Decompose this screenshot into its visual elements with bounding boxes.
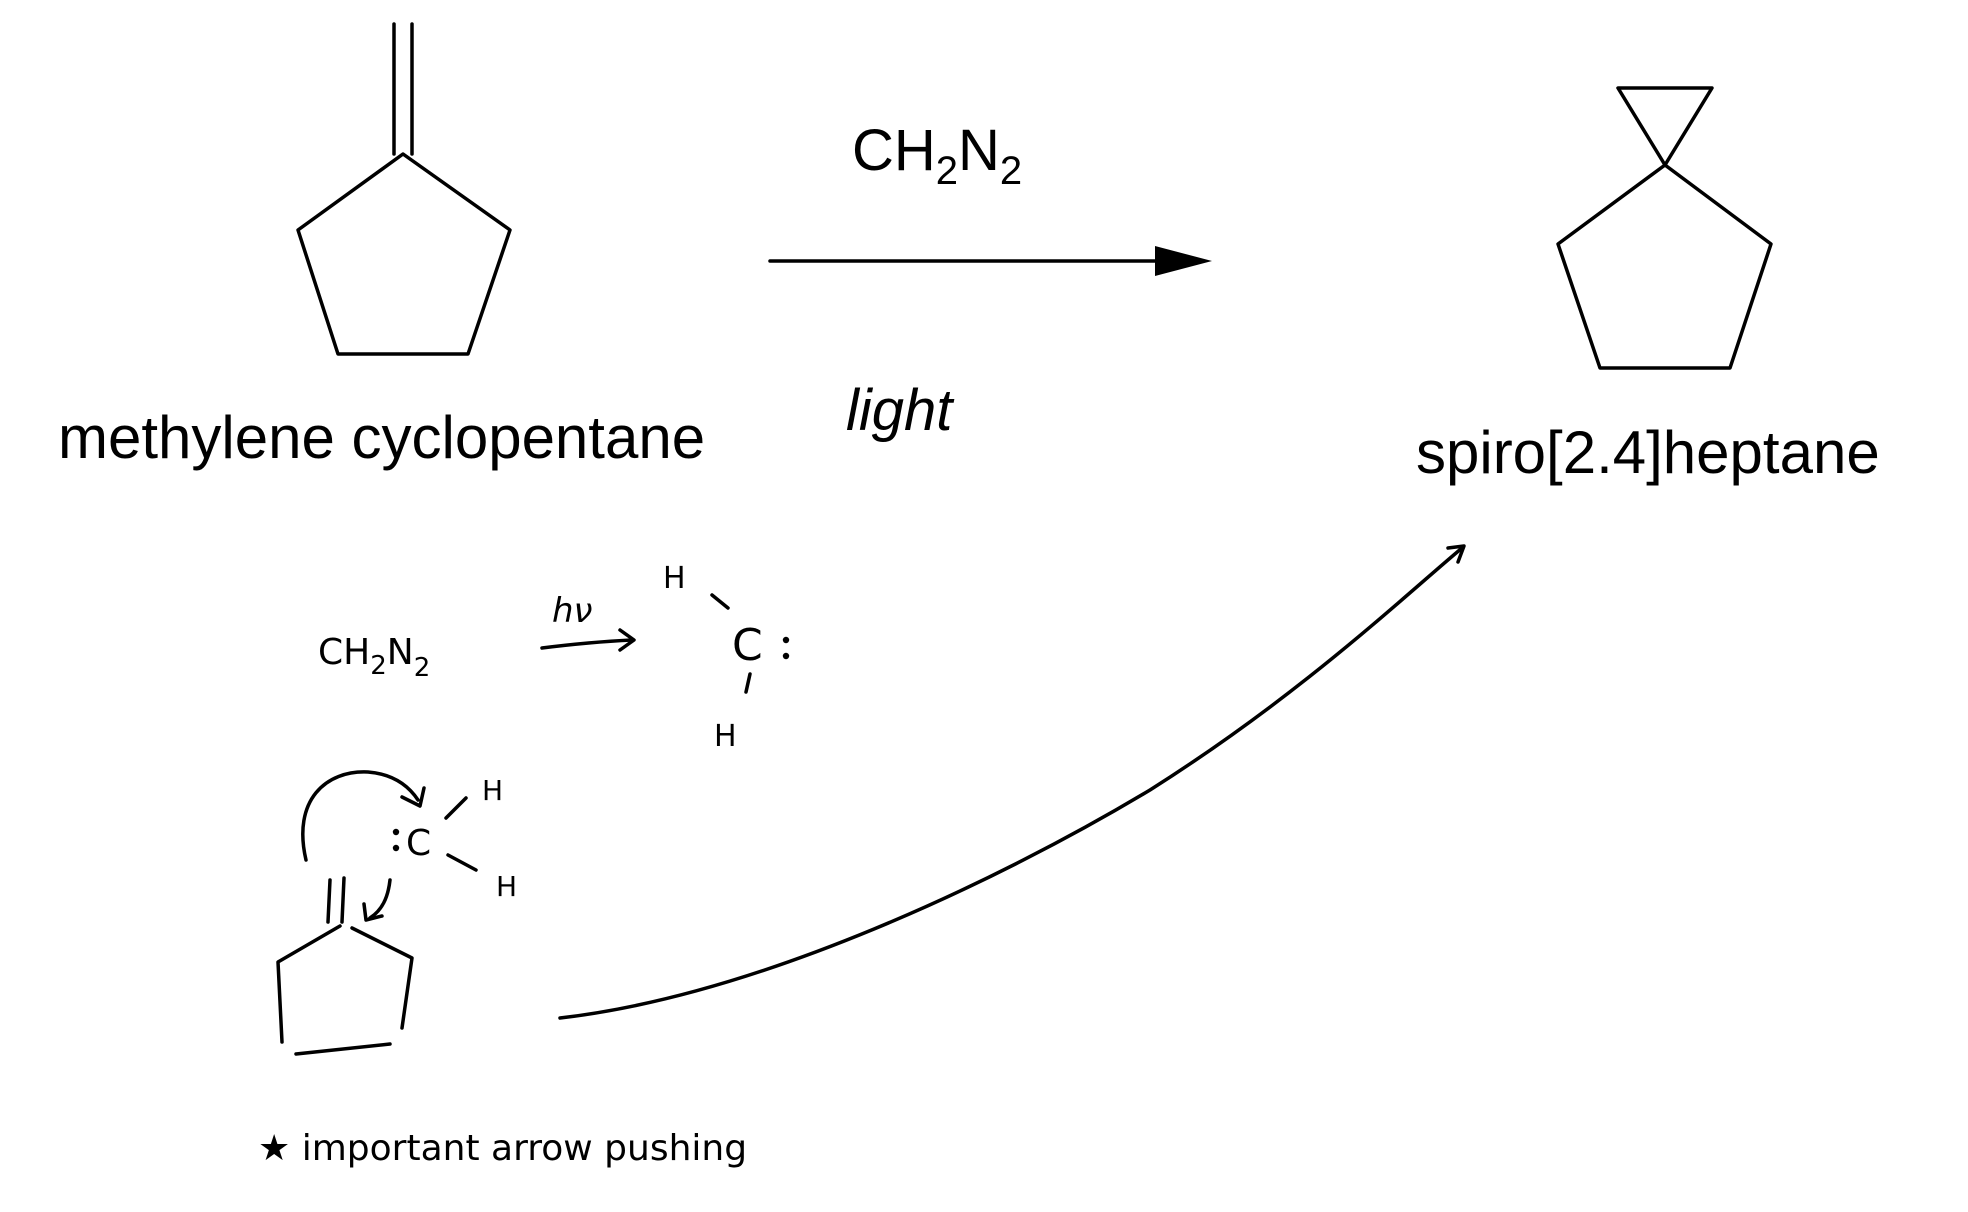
product-name: spiro[2.4]heptane (1416, 419, 1880, 486)
hv-label: hν (552, 591, 593, 631)
carbene1-atom: C (732, 620, 763, 671)
carbene1-bond-bottom (744, 672, 752, 694)
lone-pair-dot (782, 636, 790, 644)
carbene2-atom: C (406, 823, 431, 864)
carbene2-h-top: H (482, 774, 503, 807)
light-arrow (540, 638, 634, 650)
step1-reagent-label: CH2N2 (318, 632, 430, 683)
mechanism-to-product-arrow (558, 544, 1466, 1020)
mechanism-step1: CH2N2 hν H C H (318, 561, 790, 754)
mechanism-note: ★ important arrow pushing (258, 1128, 747, 1169)
curved-arrow-to-carbene (301, 770, 420, 862)
product-structure (1556, 86, 1773, 370)
curved-arrowhead (400, 786, 426, 808)
arrow-to-alkene (368, 878, 392, 920)
reagent-label: CH2N2 (852, 118, 1022, 193)
carbene2-bond-top (444, 796, 468, 820)
carbene1-h-bottom: H (714, 719, 737, 754)
lone-pair-dot (392, 844, 400, 852)
reactant-name: methylene cyclopentane (58, 404, 705, 471)
mechanism-step2: C H H (276, 770, 517, 1056)
carbene1-h-top: H (663, 561, 686, 596)
carbene2-h-bottom: H (496, 870, 517, 903)
lone-pair-dot (392, 828, 400, 836)
condition-label: light (846, 378, 955, 443)
arrow-to-alkene-head (362, 902, 384, 922)
light-arrowhead (618, 628, 636, 652)
sketch-cyclopentane (276, 924, 414, 1056)
lone-pair-dot (782, 652, 790, 660)
reaction-arrow (768, 246, 1212, 276)
sketch-double-bond (340, 876, 346, 924)
carbene1-bond-top (710, 593, 730, 610)
reactant-structure (296, 22, 512, 356)
carbene2-bond-bottom (446, 853, 478, 872)
sketch-double-bond (326, 878, 332, 924)
